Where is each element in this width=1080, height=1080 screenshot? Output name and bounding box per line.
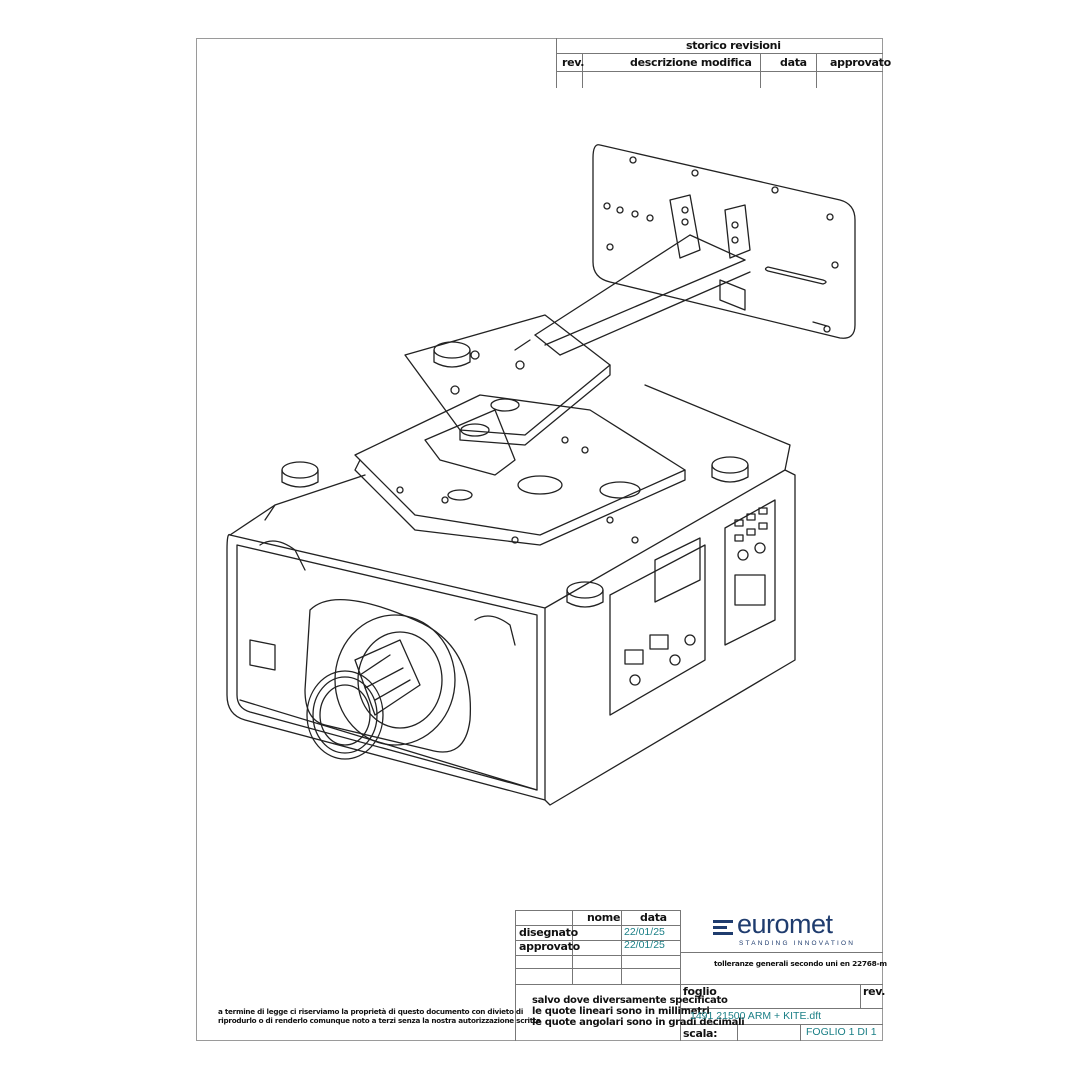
- connector-panel: [609, 499, 776, 716]
- file-name: 1491 21500 ARM + KITE.dft: [690, 1010, 822, 1022]
- wall-plate: [592, 144, 856, 339]
- revision-block-title: storico revisioni: [686, 39, 781, 52]
- salvo-note-line1: salvo dove diversamente specificato: [532, 995, 728, 1006]
- sheet-number: FOGLIO 1 DI 1: [806, 1026, 877, 1038]
- sensor-window: [249, 639, 276, 671]
- drawn-by-label: disegnato: [519, 926, 578, 939]
- header-data: data: [640, 911, 667, 924]
- logo-wordmark: euromet: [737, 909, 833, 939]
- mounting-knobs: [259, 341, 749, 646]
- approved-column-header: approvato: [830, 56, 891, 69]
- logo-tagline: STANDING INNOVATION: [739, 940, 856, 947]
- date-column-header: data: [780, 56, 807, 69]
- drawn-date: 22/01/25: [624, 926, 665, 938]
- scale-label: scala:: [683, 1027, 718, 1040]
- projector-body: [226, 384, 796, 806]
- salvo-note-line2: le quote lineari sono in millimetri: [532, 1006, 710, 1017]
- tolerance-note: tolleranze generali secondo uni en 22768…: [714, 959, 887, 968]
- lens: [306, 639, 421, 760]
- salvo-note-line3: le quote angolari sono in gradi decimali: [532, 1017, 745, 1028]
- approved-by-label: approvato: [519, 940, 580, 953]
- rev-label: rev.: [863, 985, 886, 998]
- drawing-sheet-frame: [196, 38, 883, 1041]
- copyright-line2: riprodurlo o di renderlo comunque noto a…: [218, 1016, 541, 1025]
- projector-mount-drawing: [226, 144, 856, 806]
- copyright-line1: a termine di legge ci riserviamo la prop…: [218, 1007, 524, 1016]
- arm-rail: [514, 194, 751, 356]
- approved-date: 22/01/25: [624, 939, 665, 951]
- euromet-logo-mark-icon: [713, 920, 733, 935]
- header-nome: nome: [587, 911, 621, 924]
- rev-column-header: rev.: [562, 56, 585, 69]
- mounting-plate: [354, 314, 686, 546]
- description-column-header: descrizione modifica: [630, 56, 752, 69]
- foglio-label: foglio: [683, 985, 717, 998]
